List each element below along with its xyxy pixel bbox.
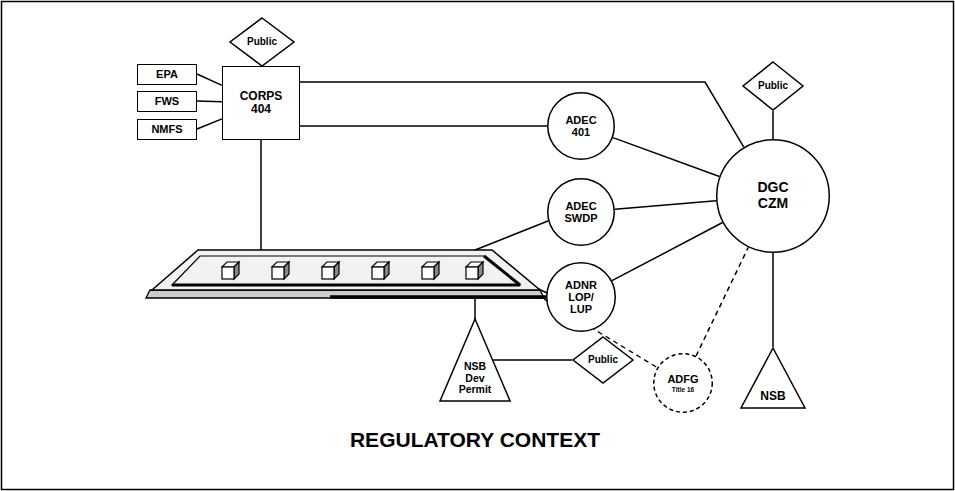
text-holder: DGC CZM [716, 139, 830, 253]
circle-outline [548, 179, 615, 246]
connector-line [612, 223, 723, 281]
borough-triangle: NSB Dev Permit [439, 318, 511, 402]
circle-outline [547, 263, 616, 332]
borough-triangle: NSB [740, 347, 806, 409]
adfg-circle: ADFGTitle 16 [653, 353, 713, 413]
swdp-pad-line [470, 221, 548, 252]
diagram-title: REGULATORY CONTEXT [350, 428, 600, 452]
corps-box: CORPS 404 [222, 66, 300, 140]
connector-line [197, 119, 222, 129]
text-holder: FWS [138, 92, 196, 111]
connector-line [613, 138, 720, 177]
triangle-outline [741, 348, 805, 408]
connector-line [772, 111, 774, 139]
node-label: Public [588, 354, 618, 365]
gravel-pad [146, 250, 546, 298]
node-label: NMFS [151, 123, 182, 135]
agency-box: NMFS [137, 119, 197, 140]
text-holder: ADFGTitle 16 [653, 353, 713, 413]
connector-line [696, 247, 748, 356]
public-diamond: Public [229, 17, 295, 67]
connector-line [197, 100, 222, 102]
text-holder: NSB Dev Permit [439, 318, 511, 402]
agency-circle: ADNR LOP/ LUP [546, 262, 616, 332]
node-label: Public [247, 36, 277, 47]
circle-outline [654, 354, 713, 413]
text-holder: Public [572, 336, 634, 384]
dgc-circle: DGC CZM [716, 139, 830, 253]
triangle-outline [440, 319, 510, 401]
diamond-outline [230, 18, 294, 66]
text-holder: Public [229, 17, 295, 67]
connector-line [772, 253, 774, 347]
connector-line [300, 82, 744, 147]
diamond-outline [743, 62, 803, 110]
agency-box: EPA [137, 64, 197, 85]
circle-outline [548, 93, 615, 160]
node-label: FWS [155, 95, 179, 107]
node-label: Title 16 [672, 386, 694, 393]
node-label: ADEC SWDP [565, 200, 598, 225]
text-holder: NMFS [138, 120, 196, 139]
text-holder: ADEC SWDP [547, 178, 615, 246]
public-diamond: Public [572, 336, 634, 384]
agency-box: FWS [137, 91, 197, 112]
node-label: NSB Dev Permit [459, 361, 492, 396]
circle-outline [717, 140, 830, 253]
text-holder: ADNR LOP/ LUP [546, 262, 616, 332]
node-label: DGC CZM [757, 180, 788, 211]
agency-circle: ADEC SWDP [547, 178, 615, 246]
diamond-outline [573, 337, 633, 383]
node-label: ADNR LOP/ LUP [565, 279, 597, 316]
node-label: NSB [760, 390, 785, 403]
permit-pad-line [474, 297, 476, 319]
node-label: EPA [156, 68, 178, 80]
text-holder: EPA [138, 65, 196, 84]
corps-pad-line [260, 140, 262, 251]
connector-line [615, 201, 716, 209]
text-holder: Public [742, 61, 804, 111]
public-diamond: Public [742, 61, 804, 111]
text-holder: CORPS 404 [223, 67, 299, 139]
agency-circle: ADEC 401 [547, 92, 615, 160]
connector-line [197, 74, 222, 85]
node-label: Public [758, 80, 788, 91]
node-label: ADFG [667, 373, 698, 385]
node-label: ADEC 401 [565, 114, 596, 139]
connector-line [300, 125, 547, 127]
text-holder: NSB [740, 347, 806, 409]
node-label: CORPS 404 [240, 90, 283, 117]
connector-line [493, 359, 572, 361]
text-holder: ADEC 401 [547, 92, 615, 160]
